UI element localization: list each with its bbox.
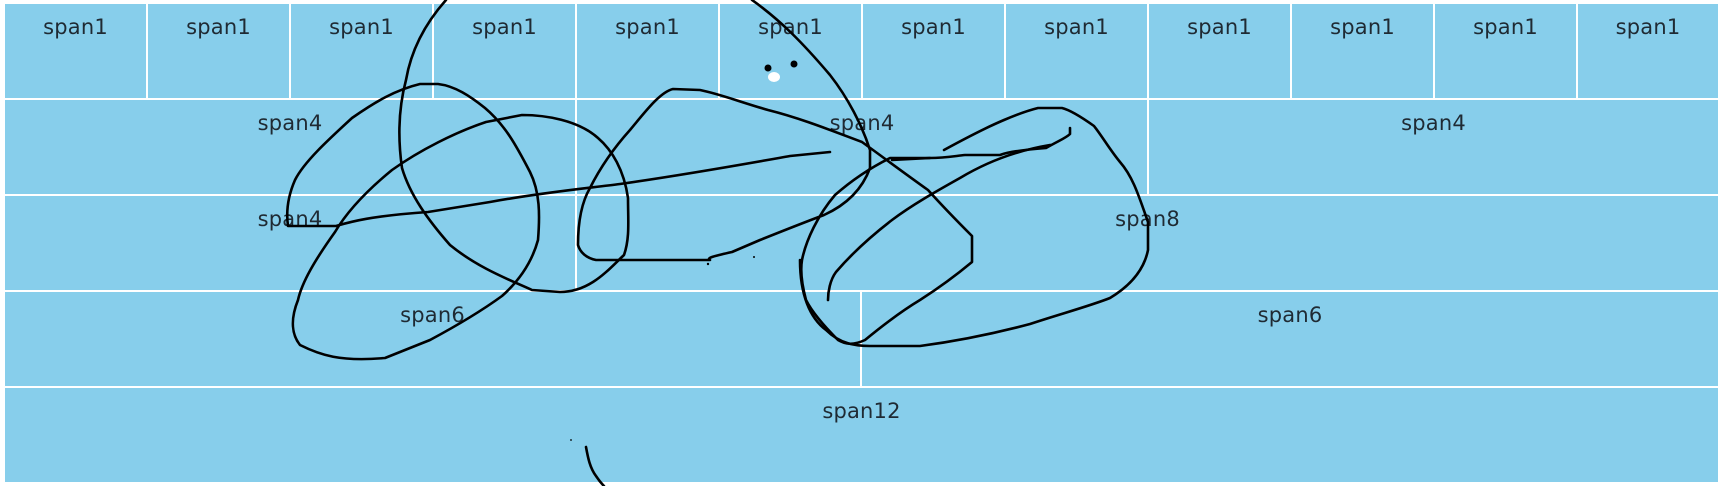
grid-layout: span1 span1 span1 span1 span1 span1 span… xyxy=(5,4,1718,482)
grid-cell-span6: span6 xyxy=(862,292,1718,386)
grid-cell-span1: span1 xyxy=(1292,4,1433,98)
grid-cell-span1: span1 xyxy=(720,4,861,98)
grid-cell-span1: span1 xyxy=(291,4,432,98)
grid-cell-span4: span4 xyxy=(1149,100,1718,194)
grid-cell-span4: span4 xyxy=(577,100,1147,194)
grid-cell-span1: span1 xyxy=(5,4,146,98)
grid-row-1: span1 span1 span1 span1 span1 span1 span… xyxy=(5,4,1718,98)
grid-cell-span1: span1 xyxy=(1006,4,1147,98)
grid-cell-span1: span1 xyxy=(863,4,1004,98)
grid-cell-span4: span4 xyxy=(5,100,575,194)
grid-cell-span1: span1 xyxy=(577,4,718,98)
grid-row-3: span4 span8 xyxy=(5,196,1718,290)
grid-cell-span1: span1 xyxy=(1149,4,1290,98)
grid-row-5: span12 xyxy=(5,388,1718,482)
grid-cell-span12: span12 xyxy=(5,388,1718,482)
grid-cell-span4: span4 xyxy=(5,196,575,290)
grid-row-2: span4 span4 span4 xyxy=(5,100,1718,194)
grid-row-4: span6 span6 xyxy=(5,292,1718,386)
grid-cell-span8: span8 xyxy=(577,196,1718,290)
grid-cell-span1: span1 xyxy=(1435,4,1576,98)
grid-cell-span1: span1 xyxy=(1578,4,1718,98)
grid-cell-span6: span6 xyxy=(5,292,860,386)
grid-cell-span1: span1 xyxy=(148,4,289,98)
grid-cell-span1: span1 xyxy=(434,4,575,98)
